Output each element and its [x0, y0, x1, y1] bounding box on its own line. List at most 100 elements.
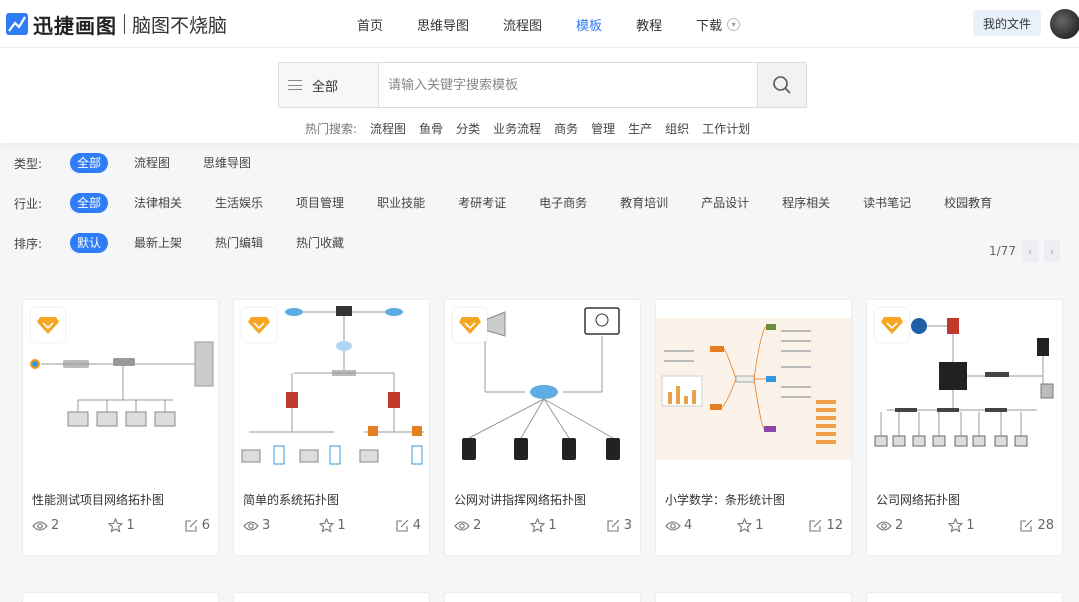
template-title: 简单的系统拓扑图 [243, 493, 340, 507]
star-count-value: 1 [548, 518, 557, 533]
hot-search-item[interactable]: 业务流程 [493, 122, 542, 136]
star-count[interactable]: 1 [948, 518, 975, 533]
template-stats: 2 1 3 [454, 518, 632, 533]
hot-search-item[interactable]: 管理 [591, 122, 616, 136]
template-card[interactable]: 小学数学：条形统计图 4 1 12 [655, 299, 852, 556]
eye-icon [876, 520, 892, 531]
eye-icon [243, 520, 259, 531]
template-card[interactable]: 性能测试项目网络拓扑图 2 1 6 [22, 299, 219, 556]
hot-search-item[interactable]: 组织 [665, 122, 690, 136]
hot-search-item[interactable]: 分类 [456, 122, 481, 136]
view-count: 2 [454, 518, 481, 533]
edit-count[interactable]: 28 [1019, 518, 1054, 533]
filter-industry-option[interactable]: 职业技能 [377, 196, 426, 210]
hot-search-item[interactable]: 工作计划 [702, 122, 751, 136]
edit-count[interactable]: 12 [808, 518, 843, 533]
nav-tutorial[interactable]: 教程 [636, 18, 663, 34]
template-thumbnail [23, 300, 218, 478]
template-title: 公网对讲指挥网络拓扑图 [454, 493, 587, 507]
star-icon [737, 518, 753, 533]
search-category-dropdown[interactable]: 全部 [279, 63, 379, 107]
hot-search-item[interactable]: 生产 [628, 122, 653, 136]
nav-flowchart[interactable]: 流程图 [503, 18, 543, 34]
avatar[interactable] [1050, 9, 1079, 39]
filter-type-mindmap[interactable]: 思维导图 [203, 156, 252, 170]
filter-industry-option[interactable]: 程序相关 [782, 196, 831, 210]
filter-industry-option[interactable]: 产品设计 [701, 196, 750, 210]
view-count-value: 3 [262, 518, 271, 533]
edit-count-value: 4 [412, 518, 421, 533]
filter-type-all[interactable]: 全部 [70, 153, 109, 173]
top-header: 迅捷画图 脑图不烧脑 首页 思维导图 流程图 模板 教程 下载▾ 我的文件 [0, 0, 1079, 48]
template-card[interactable] [655, 592, 852, 602]
sort-newest[interactable]: 最新上架 [134, 236, 183, 250]
filter-industry-option[interactable]: 全部 [70, 193, 109, 213]
star-icon [319, 518, 335, 533]
filter-industry-option[interactable]: 生活娱乐 [215, 196, 264, 210]
template-card[interactable]: 公网对讲指挥网络拓扑图 2 1 3 [444, 299, 641, 556]
filter-type-flowchart[interactable]: 流程图 [134, 156, 171, 170]
view-count-value: 2 [895, 518, 904, 533]
sort-hot-favorite[interactable]: 热门收藏 [296, 236, 345, 250]
prev-page-button[interactable]: ‹ [1021, 240, 1038, 262]
view-count-value: 4 [684, 518, 693, 533]
hot-search-item[interactable]: 商务 [554, 122, 579, 136]
template-thumbnail [234, 300, 429, 478]
nav-home[interactable]: 首页 [357, 18, 384, 34]
logo-name: 迅捷画图 [33, 13, 117, 38]
template-thumbnail [656, 300, 851, 478]
filter-sort: 排序: 默认 最新上架 热门编辑 热门收藏 [14, 232, 370, 254]
edit-count-value: 6 [201, 518, 210, 533]
view-count-value: 2 [473, 518, 482, 533]
template-thumbnail [867, 300, 1062, 478]
eye-icon [665, 520, 681, 531]
star-count[interactable]: 1 [530, 518, 557, 533]
next-page-button[interactable]: › [1043, 240, 1060, 262]
hot-search-item[interactable]: 流程图 [370, 122, 407, 136]
star-count[interactable]: 1 [737, 518, 764, 533]
nav-mindmap[interactable]: 思维导图 [417, 18, 470, 34]
filter-industry-option[interactable]: 法律相关 [134, 196, 183, 210]
star-count-value: 1 [126, 518, 135, 533]
template-card[interactable]: 公司网络拓扑图 2 1 28 [866, 299, 1063, 556]
template-stats: 3 1 4 [243, 518, 421, 533]
sort-default[interactable]: 默认 [70, 233, 109, 253]
nav-download[interactable]: 下载▾ [696, 15, 741, 34]
template-card[interactable] [444, 592, 641, 602]
filter-industry-option[interactable]: 校园教育 [944, 196, 993, 210]
search-input[interactable] [379, 63, 757, 107]
filter-industry-option[interactable]: 电子商务 [539, 196, 588, 210]
nav-templates[interactable]: 模板 [576, 18, 603, 34]
star-count[interactable]: 1 [108, 518, 135, 533]
search-button[interactable] [757, 63, 806, 107]
filter-industry-option[interactable]: 考研考证 [458, 196, 507, 210]
edit-count[interactable]: 3 [606, 518, 632, 533]
vip-badge-icon [453, 308, 487, 342]
logo[interactable]: 迅捷画图 脑图不烧脑 [6, 10, 227, 38]
edit-count[interactable]: 6 [184, 518, 210, 533]
edit-icon [1020, 519, 1033, 532]
hot-searches: 热门搜索: 流程图 鱼骨 分类 业务流程 商务 管理 生产 组织 工作计划 [305, 120, 763, 137]
template-card[interactable]: 简单的系统拓扑图 3 1 4 [233, 299, 430, 556]
template-card[interactable] [866, 592, 1063, 602]
template-card[interactable] [233, 592, 430, 602]
search-category-label: 全部 [312, 79, 339, 95]
template-card[interactable] [22, 592, 219, 602]
chevron-down-icon: ▾ [727, 17, 741, 31]
hot-search-item[interactable]: 鱼骨 [419, 122, 444, 136]
hot-search-label: 热门搜索: [305, 122, 358, 136]
filter-industry-option[interactable]: 教育培训 [620, 196, 669, 210]
filter-industry-option[interactable]: 读书笔记 [863, 196, 912, 210]
search-box: 全部 [278, 62, 807, 108]
edit-count[interactable]: 4 [395, 518, 421, 533]
template-stats: 4 1 12 [665, 518, 843, 533]
filter-industry-option[interactable]: 项目管理 [296, 196, 345, 210]
sort-hot-edit[interactable]: 热门编辑 [215, 236, 264, 250]
my-files-button[interactable]: 我的文件 [973, 10, 1041, 36]
star-count[interactable]: 1 [319, 518, 346, 533]
logo-divider [124, 14, 125, 34]
filter-industry: 行业: 全部 法律相关 生活娱乐 项目管理 职业技能 考研考证 电子商务 教育培… [14, 192, 1018, 214]
pagination: 1/77 ‹ › [989, 240, 1060, 262]
logo-slogan: 脑图不烧脑 [132, 14, 228, 37]
vip-badge-icon [242, 308, 276, 342]
